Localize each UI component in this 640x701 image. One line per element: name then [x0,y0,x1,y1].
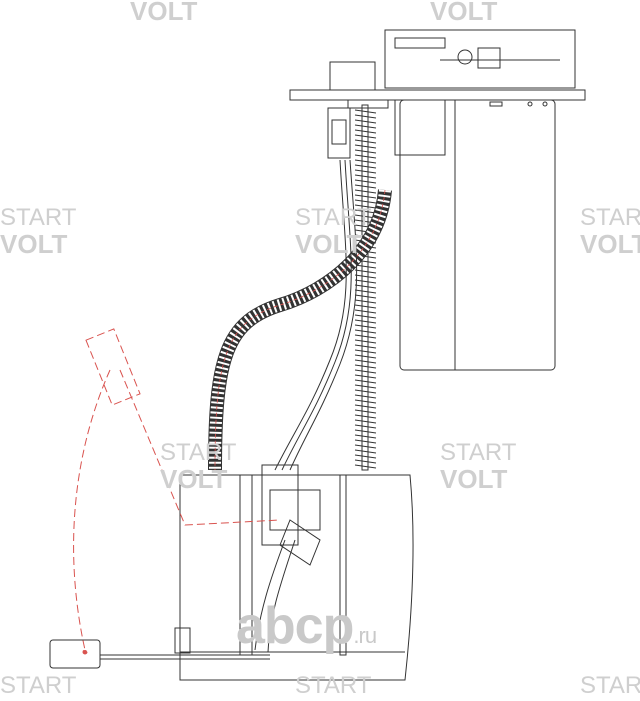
spring-coil [354,284,377,289]
watermark: START [0,672,77,699]
spring-coil [354,134,377,139]
guide-rod [361,104,369,471]
spring-coil [354,209,377,214]
spring-coil [354,314,377,319]
spring-coil [354,369,377,374]
spring-coil [354,364,377,369]
spring-coil [354,119,377,124]
spring-coil [354,154,377,159]
spring-coil [354,399,377,404]
wires [274,159,358,471]
spring-coil [354,394,377,399]
spring-coil [354,414,377,419]
spring-coil [354,459,377,464]
spring-coil [354,354,377,359]
spring-coil [354,179,377,184]
spring-coil [354,324,377,329]
corrugated-hose [208,189,392,471]
spring-coil [354,139,377,144]
spring-coil [354,444,377,449]
spring-coil [354,269,377,274]
watermark: START [580,672,640,699]
reservoir-bucket [174,464,414,681]
spring-coil [354,144,377,149]
spring-coil [354,379,377,384]
watermark: VOLT [130,0,198,26]
spring-coil [354,404,377,409]
spring-coil [354,304,377,309]
spring-coil [354,164,377,169]
filter-canister [394,99,556,371]
spring-coil [354,149,377,154]
spring-coil [354,334,377,339]
spring-coil [354,174,377,179]
spring-coil [354,344,377,349]
spring-coil [354,419,377,424]
spring-coil [354,264,377,269]
guide-spring [354,104,377,471]
spring-coil [354,159,377,164]
spring-coil [354,374,377,379]
spring-coil [354,309,377,314]
spring-coil [354,199,377,204]
spring-coil [354,279,377,284]
spring-coil [354,289,377,294]
spring-coil [354,274,377,279]
spring-coil [354,204,377,209]
spring-coil [354,349,377,354]
spring-coil [354,464,377,469]
spring-coil [354,449,377,454]
watermark: START [295,672,372,699]
spring-coil [354,189,377,194]
spring-coil [354,129,377,134]
spring-coil [354,194,377,199]
connector [327,107,351,159]
spring-coil [354,114,377,119]
spring-coil [354,384,377,389]
spring-coil [354,389,377,394]
spring-coil [354,359,377,364]
abcp-logo: abcp.ru [236,597,377,655]
float-arm-raised [73,328,281,655]
spring-coil [354,424,377,429]
spring-coil [354,454,377,459]
spring-coil [354,439,377,444]
spring-coil [354,434,377,439]
spring-coil [354,329,377,334]
spring-coil [354,124,377,129]
spring-coil [354,109,377,114]
spring-coil [354,339,377,344]
spring-coil [354,429,377,434]
spring-coil [354,409,377,414]
top-housing [329,29,576,91]
spring-coil [354,169,377,174]
float-arm [49,639,270,669]
spring-coil [354,299,377,304]
watermark: VOLT [430,0,498,26]
spring-coil [354,184,377,189]
spring-coil [354,294,377,299]
mounting-flange [289,89,586,109]
spring-coil [354,319,377,324]
